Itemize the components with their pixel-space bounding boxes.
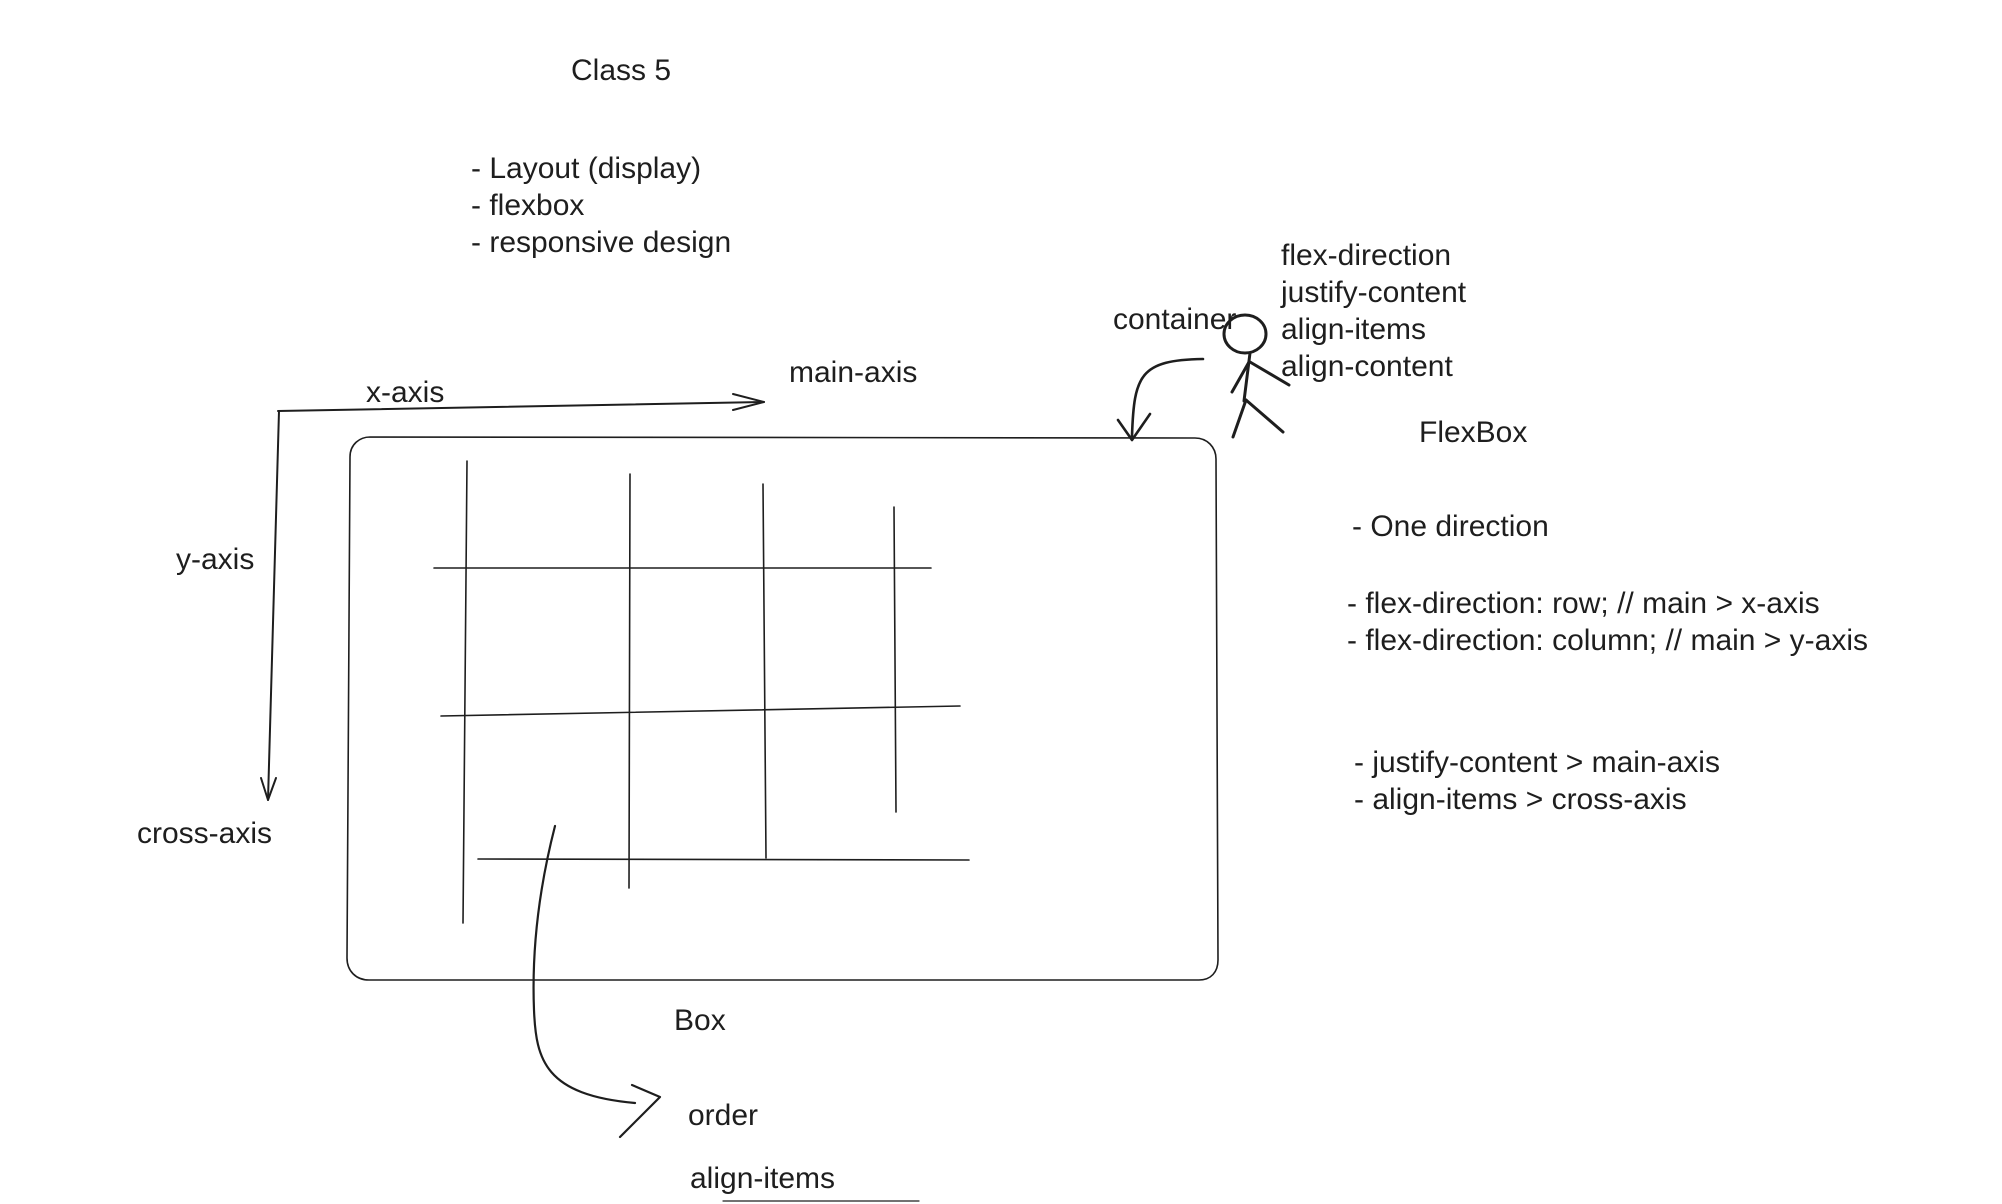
axis-rules: - justify-content > main-axis - align-it… [1354,744,1720,818]
grid-line [462,460,468,924]
order-pointer-arrow-head [618,1083,662,1139]
topic-item: - flexbox [471,189,585,222]
y-axis-label: y-axis [176,543,255,576]
class-title: Class 5 [571,54,672,87]
grid-line [440,705,961,717]
container-pointer-arrow [1130,357,1205,438]
cross-axis-label: cross-axis [137,817,273,850]
container-property: align-items [1281,313,1427,346]
grid-line [628,473,631,889]
box-container-outline [346,436,1219,981]
container-pointer-arrow-head [1116,412,1152,442]
y-axis-arrow-head [260,777,277,801]
direction-rules: - flex-direction: row; // main > x-axis … [1347,585,1868,659]
stick-figure [1222,313,1291,439]
axes [260,393,765,801]
x-axis-label: x-axis [366,376,445,409]
main-axis-label: main-axis [789,356,918,389]
topic-item: - Layout (display) [471,152,702,185]
axis-rule: - justify-content > main-axis [1354,746,1720,779]
order-pointer-arrow [532,824,637,1105]
stick-figure-body [1242,351,1252,403]
align-items-label: align-items [690,1162,836,1195]
order-label: order [688,1099,759,1132]
container-property: flex-direction [1281,239,1452,272]
x-axis-arrow [277,401,765,412]
stick-figure-arm [1230,360,1251,394]
topics-list: - Layout (display) - flexbox - responsiv… [471,150,731,261]
container-property: align-content [1281,350,1453,383]
y-axis-arrow [267,410,280,801]
grid-line [893,506,897,813]
container-properties-list: flex-direction justify-content align-ite… [1281,237,1466,385]
topic-item: - responsive design [471,226,732,259]
direction-rule: - flex-direction: column; // main > y-ax… [1347,624,1869,657]
stick-figure-arm [1248,360,1291,387]
grid-line [762,483,767,859]
box-label: Box [674,1004,726,1037]
direction-note: - One direction [1352,510,1549,543]
container-label: container [1113,303,1237,336]
container-property: justify-content [1281,276,1467,309]
flexbox-heading: FlexBox [1419,416,1528,449]
grid-line [477,858,970,861]
stick-figure-leg [1231,398,1248,439]
direction-rule: - flex-direction: row; // main > x-axis [1347,587,1820,620]
flex-items-grid [433,460,970,924]
stick-figure-head [1222,313,1268,355]
x-axis-arrow-head [732,393,765,411]
axis-rule: - align-items > cross-axis [1354,783,1687,816]
stick-figure-leg [1244,398,1285,434]
